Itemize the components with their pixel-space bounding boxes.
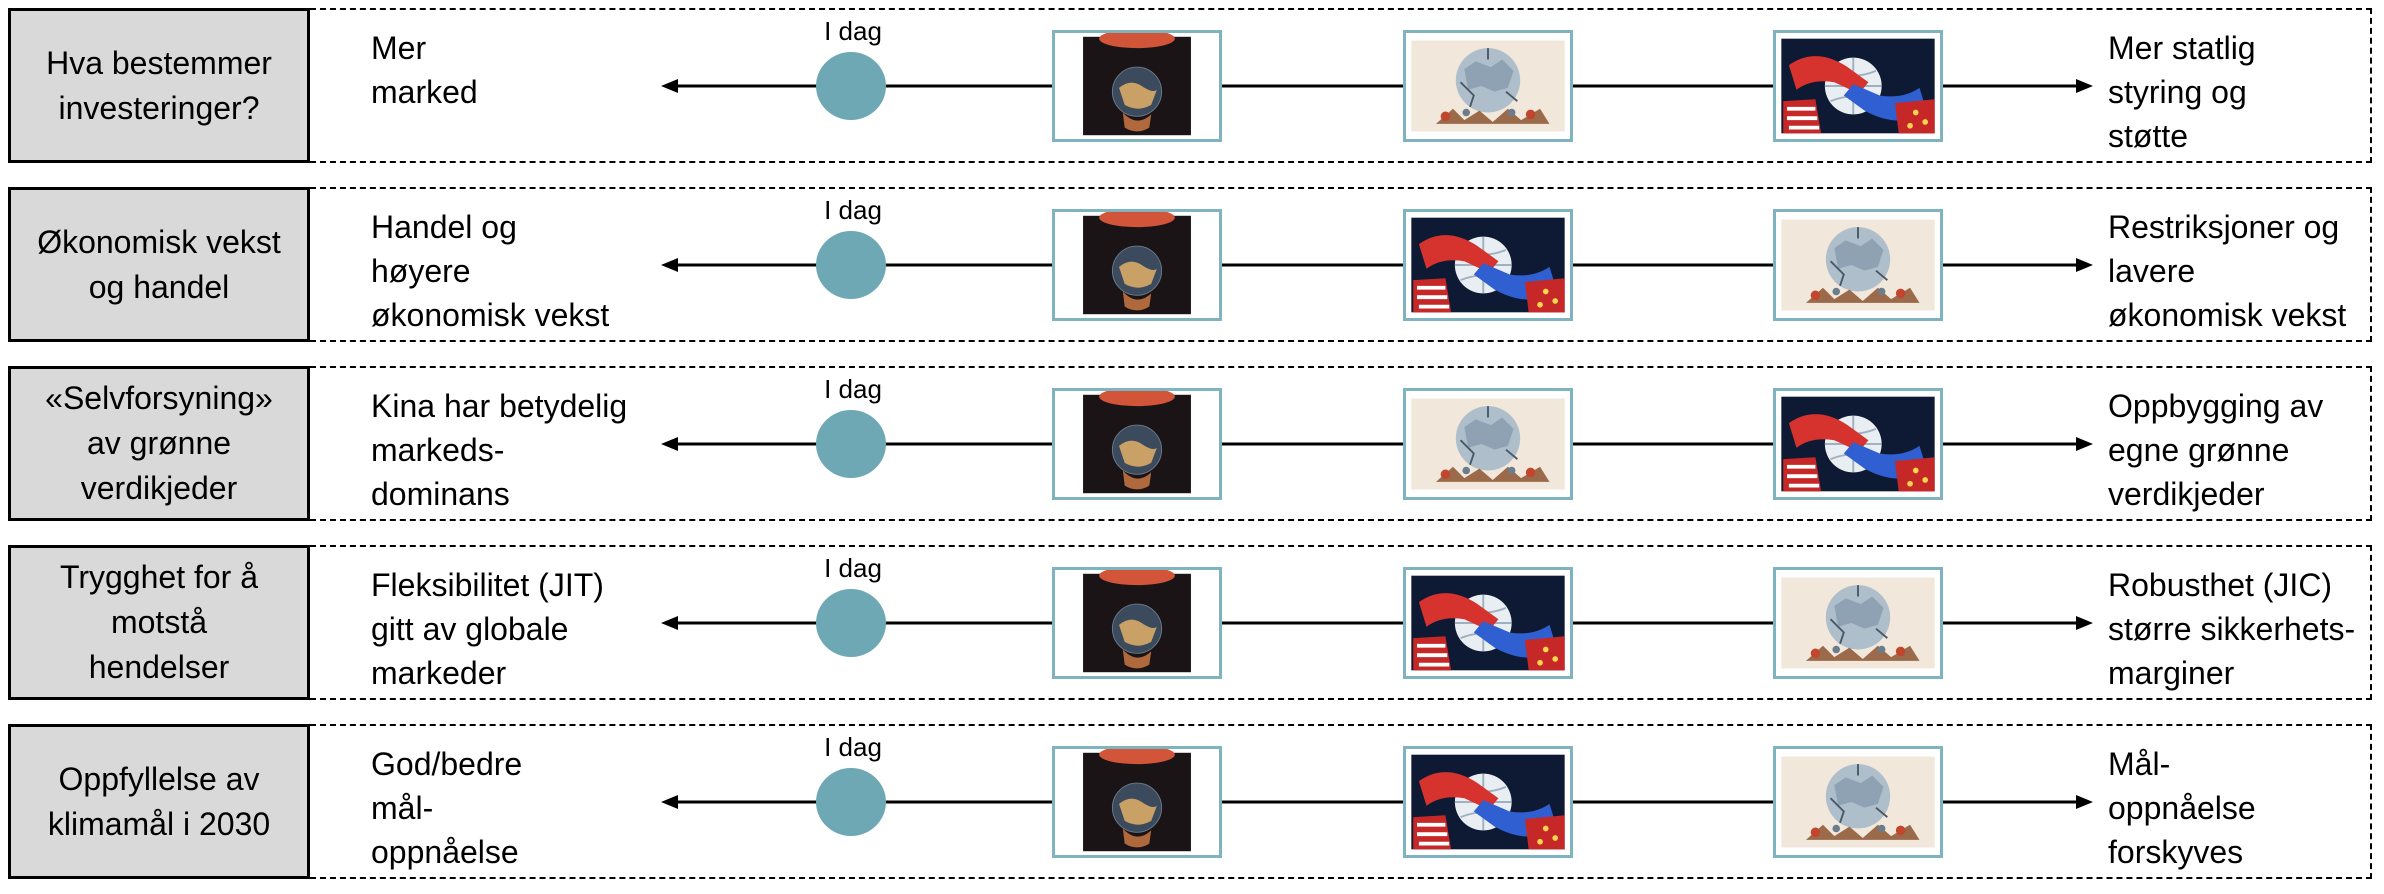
dimension-row-2: Økonomisk vekst og handel Handel og høye… [8,187,2372,342]
right-pole-text: Mål- oppnåelse forskyves [2108,746,2256,870]
today-marker [816,231,886,299]
row-label: Trygghet for å motstå hendelser [8,545,310,700]
planet-image [1052,567,1222,679]
dimension-row-4: Trygghet for å motstå hendelser Fleksibi… [8,545,2372,700]
planet-image [1052,388,1222,500]
today-marker [816,768,886,836]
handshake-image [1403,209,1573,321]
dimension-row-5: Oppfyllelse av klimamål i 2030 God/bedre… [8,724,2372,879]
planet-image [1052,209,1222,321]
handshake-image [1773,388,1943,500]
row-label: Hva bestemmer investeringer? [8,8,310,163]
left-pole-text: Handel og høyere økonomisk vekst [371,209,610,333]
planet-image [1052,30,1222,142]
left-pole-text: God/bedre mål- oppnåelse [371,746,523,870]
row-label: «Selvforsyning» av grønne verdikjeder [8,366,310,521]
today-label: I dag [824,195,882,225]
today-label: I dag [824,553,882,583]
row-label: Økonomisk vekst og handel [8,187,310,342]
right-pole-text: Robusthet (JIC) større sikkerhets- margi… [2108,567,2356,691]
scale-box [310,366,2372,521]
crumbling-globe-image [1403,30,1573,142]
right-pole-text: Restriksjoner og lavere økonomisk vekst [2108,209,2347,333]
crumbling-globe-image [1773,746,1943,858]
crumbling-globe-image [1773,567,1943,679]
dimension-row-1: Hva bestemmer investeringer? Mer marked … [8,8,2372,163]
handshake-image [1403,746,1573,858]
row-label: Oppfyllelse av klimamål i 2030 [8,724,310,879]
today-label: I dag [824,732,882,762]
dimension-row-3: «Selvforsyning» av grønne verdikjeder Ki… [8,366,2372,521]
right-pole-text: Oppbygging av egne grønne verdikjeder [2108,388,2324,512]
scale-box [310,545,2372,700]
handshake-image [1773,30,1943,142]
planet-image [1052,746,1222,858]
scale-box [310,187,2372,342]
scale-box [310,724,2372,879]
left-pole-text: Mer marked [371,30,478,110]
today-marker [816,589,886,657]
crumbling-globe-image [1403,388,1573,500]
today-label: I dag [824,374,882,404]
left-pole-text: Kina har betydelig markeds- dominans [371,388,628,512]
today-marker [816,410,886,478]
today-label: I dag [824,16,882,46]
crumbling-globe-image [1773,209,1943,321]
handshake-image [1403,567,1573,679]
left-pole-text: Fleksibilitet (JIT) gitt av globale mark… [371,567,604,691]
right-pole-text: Mer statlig styring og støtte [2108,30,2256,154]
today-marker [816,52,886,120]
scale-box [310,8,2372,163]
